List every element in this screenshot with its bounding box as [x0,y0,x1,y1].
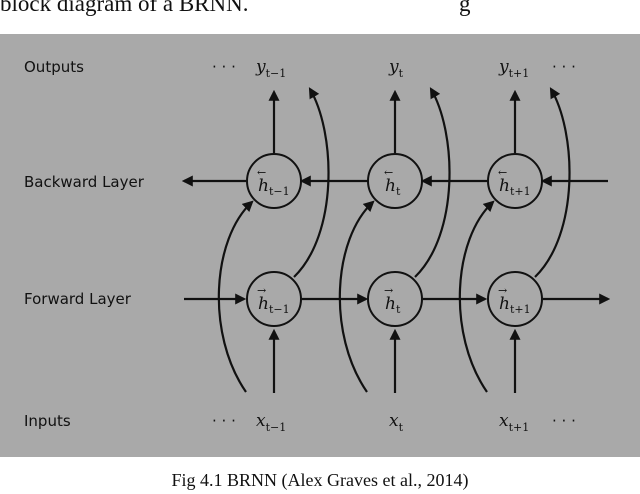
row-label-outputs: Outputs [24,58,84,76]
row-label-backward: Backward Layer [24,173,145,191]
forward-node: → ht+1 [487,271,543,327]
backward-node: ← ht−1 [246,153,302,209]
svg-text:ht+1: ht+1 [499,294,531,316]
output-label: yt+1 [498,57,529,80]
row-label-inputs: Inputs [24,412,71,430]
input-label: xt [389,411,404,434]
svg-text:←: ← [498,166,507,179]
svg-text:→: → [498,284,507,297]
svg-text:ht−1: ht−1 [258,294,290,316]
backward-node: ← ht+1 [487,153,543,209]
inputs-ellipsis-right: · · · [552,412,576,430]
svg-text:←: ← [384,166,393,179]
forward-to-output-curve [534,87,571,278]
svg-text:→: → [384,284,393,297]
outputs-ellipsis-left: · · · [212,58,236,76]
diagram-panel: Outputs Backward Layer Forward Layer Inp… [0,34,640,457]
forward-to-output-curve [293,87,330,278]
input-to-backward-curve [217,200,254,393]
preceding-text-start: block diagram of a BRNN. [0,0,249,16]
preceding-text: block diagram of a BRNN. g [0,0,640,17]
svg-text:ht+1: ht+1 [499,176,531,198]
preceding-text-end: g [459,0,471,16]
output-label: yt [388,57,404,80]
input-to-backward-curve [458,200,495,393]
forward-node: → ht [367,271,423,327]
forward-to-output-curve [414,87,451,278]
input-to-backward-curve [338,200,375,393]
input-label: xt−1 [256,411,286,434]
svg-text:ht: ht [385,176,401,198]
outputs-ellipsis-right: · · · [552,58,576,76]
brnn-diagram: Outputs Backward Layer Forward Layer Inp… [24,57,611,434]
inputs-ellipsis-left: · · · [212,412,236,430]
figure-caption: Fig 4.1 BRNN (Alex Graves et al., 2014) [171,470,469,490]
svg-text:ht: ht [385,294,401,316]
svg-text:←: ← [257,166,266,179]
svg-text:ht−1: ht−1 [258,176,290,198]
row-label-forward: Forward Layer [24,290,132,308]
forward-node: → ht−1 [246,271,302,327]
output-label: yt−1 [255,57,286,80]
svg-text:→: → [257,284,266,297]
input-label: xt+1 [499,411,529,434]
backward-node: ← ht [367,153,423,209]
